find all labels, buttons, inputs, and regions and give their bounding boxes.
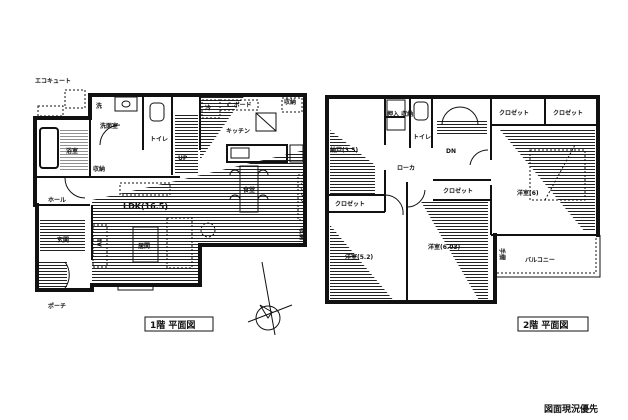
toilet-fixture	[149, 102, 165, 122]
stove	[289, 144, 304, 163]
storeroom-floor	[330, 130, 375, 195]
label-toilet-2f: トイレ	[413, 134, 431, 141]
label-corridor: ローカ	[397, 165, 415, 172]
stairs-1f	[175, 115, 198, 175]
label-fridge: 冷	[205, 104, 211, 112]
label-room-6: 洋室(6)	[517, 189, 539, 197]
label-closet-a: クロゼット	[499, 109, 529, 117]
label-porch: ポーチ	[48, 302, 66, 310]
floor1-plan: エコキュート 洗 洗面室 浴室 収納 トイレ UP 冷 C.ボード 収納 キッチ…	[33, 78, 307, 332]
label-storage-bath: 収納	[93, 165, 105, 173]
room603-floor	[420, 200, 488, 302]
ecocute-unit	[64, 89, 86, 109]
drawing-note: 図面現況優先	[544, 403, 598, 415]
floor1-outer-wall-left	[33, 93, 92, 207]
label-ecocute: エコキュート	[35, 78, 71, 85]
floor2-outer-wall	[325, 95, 600, 237]
label-kitchen: キッチン	[226, 128, 250, 135]
kitchen-floor	[200, 95, 245, 160]
entrance-floor	[40, 218, 85, 253]
label-room-52: 洋室(5.2)	[345, 253, 373, 261]
oshiire	[386, 99, 406, 131]
label-balcony: バルコニー	[525, 256, 555, 264]
room6-floor	[500, 130, 595, 232]
kitchen-fixture	[255, 112, 277, 132]
sink	[114, 96, 138, 112]
floor1-outer-wall	[88, 93, 307, 292]
label-storeroom: 納戸(3.5)	[330, 146, 358, 154]
bathroom-floor	[60, 128, 88, 170]
ldk-floor	[92, 150, 305, 285]
label-oshiire: 押入 収納	[387, 110, 413, 118]
sofa	[166, 217, 193, 269]
label-storage-kitchen: 収納	[284, 98, 296, 106]
balcony-rail	[495, 235, 601, 278]
toilet-fixture-2f	[413, 101, 429, 121]
label-handrail: 手摺	[498, 248, 506, 260]
floor2-title: 2階 平面図	[523, 319, 568, 331]
label-room-603: 洋室(6.03)	[428, 243, 461, 251]
compass-icon	[247, 261, 293, 336]
label-counter: カウンター	[299, 180, 307, 210]
living-table	[132, 226, 159, 263]
label-bathroom: 浴室	[66, 147, 78, 155]
label-down: DN	[446, 148, 456, 155]
floor1-entrance-wall	[35, 203, 92, 292]
label-toilet-1f: トイレ	[150, 136, 168, 143]
floor2-title-box	[517, 316, 589, 332]
room52-floor	[330, 225, 395, 302]
label-closet-c: クロゼット	[443, 187, 473, 195]
bathtub	[39, 127, 59, 169]
label-up: UP	[178, 155, 188, 162]
label-washroom: 洗面室	[100, 122, 118, 130]
floor1-title: 1階 平面図	[150, 319, 195, 331]
label-entrance: 玄関	[57, 236, 69, 244]
label-tv: TV	[95, 238, 102, 247]
dining-table	[239, 165, 259, 213]
label-hall: ホール	[48, 197, 66, 204]
label-storage-ldk: 収納	[298, 228, 306, 240]
label-cupboard: C.ボード	[227, 101, 252, 109]
label-living: 居間	[138, 242, 150, 250]
porch-floor	[37, 260, 67, 288]
label-closet-d: クロゼット	[335, 200, 365, 208]
label-dining: 食堂	[242, 186, 255, 194]
stairs-2f	[437, 120, 487, 135]
floor1-title-box	[144, 316, 214, 332]
label-closet-b: クロゼット	[553, 109, 583, 117]
floor2-plan: 納戸(3.5) 押入 収納 トイレ DN クロゼット クロゼット ローカ クロゼ…	[325, 95, 601, 332]
label-washer: 洗	[96, 102, 102, 110]
stair-curve	[441, 106, 479, 126]
label-ldk: LDK(16.5)	[123, 202, 168, 211]
floor2-outer-wall-left	[325, 95, 497, 304]
kitchen-counter	[226, 144, 288, 163]
